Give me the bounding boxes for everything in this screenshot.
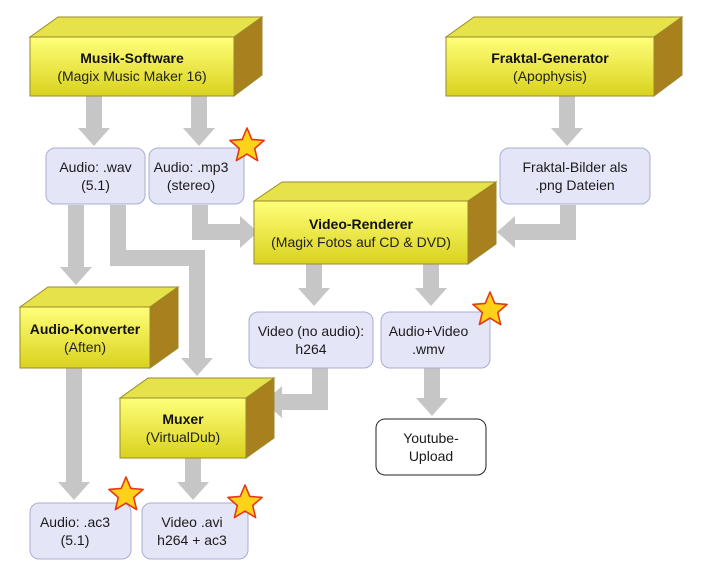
arrow-wav-to-muxer bbox=[110, 205, 213, 376]
arrow-musik-to-mp3 bbox=[183, 96, 215, 146]
box-muxer bbox=[118, 377, 276, 459]
box-fraktal-generator bbox=[444, 16, 684, 97]
arrow-pngs-to-renderer bbox=[497, 205, 576, 248]
star-icon-ac3 bbox=[108, 476, 144, 511]
file-box-wav bbox=[45, 147, 146, 205]
arrow-renderer-to-h264 bbox=[298, 264, 330, 306]
arrow-wmv-to-youtube bbox=[416, 368, 448, 416]
box-youtube-upload bbox=[375, 418, 487, 476]
arrow-fraktal-to-pngs bbox=[551, 96, 583, 146]
arrow-musik-to-wav bbox=[78, 96, 110, 146]
star-icon-mp3 bbox=[229, 127, 265, 162]
file-box-mp3 bbox=[148, 147, 245, 205]
arrow-muxer-to-avi bbox=[177, 458, 209, 500]
file-box-avi bbox=[141, 502, 249, 560]
box-audio-konverter bbox=[18, 286, 180, 369]
star-icon-wmv bbox=[472, 291, 508, 326]
file-box-wmv bbox=[380, 311, 491, 369]
arrow-wav-to-konverter bbox=[60, 205, 92, 285]
arrow-renderer-to-wmv bbox=[415, 264, 447, 306]
star-icon-avi bbox=[227, 484, 263, 519]
box-musik-software bbox=[28, 16, 264, 97]
arrow-konverter-to-ac3 bbox=[58, 368, 90, 500]
box-video-renderer bbox=[252, 181, 498, 265]
arrows bbox=[58, 96, 583, 500]
file-box-pngs bbox=[499, 147, 651, 205]
arrow-h264-to-muxer bbox=[264, 368, 328, 418]
file-box-h264 bbox=[248, 311, 374, 369]
arrow-mp3-to-renderer bbox=[192, 205, 258, 248]
file-box-ac3 bbox=[29, 502, 132, 560]
